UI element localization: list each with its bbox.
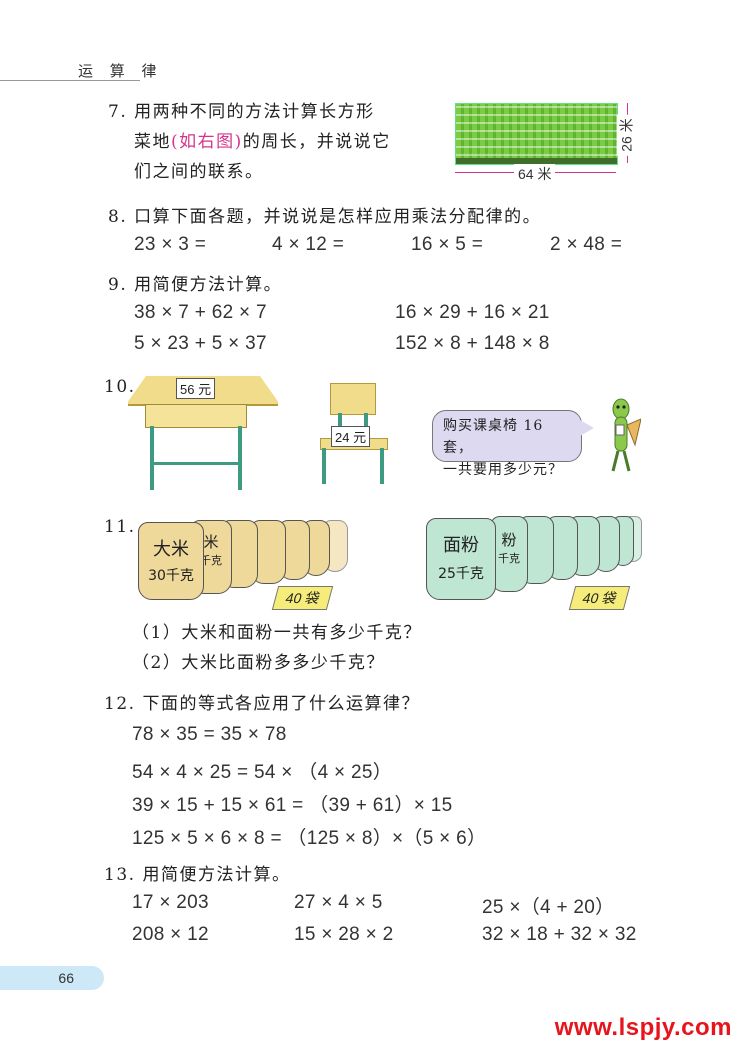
chair-leg — [322, 448, 326, 484]
q8-item: 23 × 3 = — [134, 234, 206, 256]
vegetable-field-figure — [455, 103, 618, 165]
flour-sack-small-weight: 千克 — [491, 550, 527, 566]
header-rule — [0, 80, 140, 81]
q9-prompt-line: 9. 用简便方法计算。 — [108, 270, 282, 300]
flour-weight: 25千克 — [427, 563, 495, 583]
q7-line3: 们之间的联系。 — [134, 157, 264, 187]
q13-item: 17 × 203 — [132, 892, 209, 914]
width-label: 64 米 — [514, 164, 555, 184]
q13-item: 208 × 12 — [132, 924, 209, 946]
q8-prompt: 口算下面各题，并说说是怎样应用乘法分配律的。 — [134, 207, 541, 227]
chair-leg — [380, 448, 384, 484]
q9-item: 16 × 29 + 16 × 21 — [395, 302, 550, 324]
q12-equation: 78 × 35 = 35 × 78 — [132, 724, 287, 746]
desk-drawer — [145, 404, 247, 428]
chair-illustration — [330, 383, 376, 415]
speech-bubble-tail — [580, 420, 594, 436]
q9-prompt: 用简便方法计算。 — [134, 275, 282, 295]
q12-equation: 54 × 4 × 25 = 54 × （4 × 25） — [132, 757, 392, 784]
q8-prompt-line: 8. 口算下面各题，并说说是怎样应用乘法分配律的。 — [108, 202, 541, 232]
pea-mascot-icon — [605, 395, 641, 475]
q13-item: 15 × 28 × 2 — [294, 924, 393, 946]
q7-line1: 7. 用两种不同的方法计算长方形 — [108, 97, 375, 127]
q12-equation: 125 × 5 × 6 × 8 = （125 × 8）×（5 × 6） — [132, 823, 486, 850]
q7-text-2b: 的周长，并说说它 — [243, 132, 391, 152]
speech-line-1: 购买课桌椅 16 套， — [443, 415, 571, 459]
q8-item: 4 × 12 = — [272, 234, 344, 256]
desk-price-tag: 56 元 — [176, 378, 215, 399]
q12-prompt-line: 12. 下面的等式各应用了什么运算律？ — [104, 689, 420, 719]
q7-figure-ref: (如右图) — [171, 132, 243, 152]
q7-line2: 菜地(如右图)的周长，并说说它 — [134, 127, 391, 157]
q9-number: 9. — [108, 275, 127, 295]
flour-sack-front: 面粉 25千克 — [426, 518, 496, 600]
flour-name: 面粉 — [427, 531, 495, 557]
q10-number: 10. — [104, 372, 136, 402]
height-label: 26 米 — [617, 114, 637, 155]
q8-number: 8. — [108, 207, 127, 227]
rice-weight: 30千克 — [139, 565, 203, 585]
q13-item: 32 × 18 + 32 × 32 — [482, 924, 637, 946]
q13-item: 27 × 4 × 5 — [294, 892, 383, 914]
q11-sub2: （2）大米比面粉多多少千克？ — [132, 648, 385, 678]
q7-text-2a: 菜地 — [134, 132, 171, 152]
chair-price-tag: 24 元 — [331, 426, 370, 447]
flour-sack-small-label: 粉 — [491, 529, 527, 550]
q9-item: 5 × 23 + 5 × 37 — [134, 333, 267, 355]
watermark: www.lspjy.com — [555, 1014, 732, 1042]
q13-number: 13. — [104, 865, 136, 885]
desk-leg — [238, 426, 242, 490]
page-number: 66 — [0, 966, 104, 990]
q7-number: 7. — [108, 102, 127, 122]
q7-text-1: 用两种不同的方法计算长方形 — [134, 102, 375, 122]
speech-line-2: 一共要用多少元？ — [443, 459, 571, 481]
flour-count-placard: 40 袋 — [569, 586, 631, 610]
q13-item: 25 ×（4 + 20） — [482, 892, 614, 919]
rice-name: 大米 — [139, 535, 203, 561]
q11-number: 11. — [104, 512, 136, 542]
q9-item: 38 × 7 + 62 × 7 — [134, 302, 267, 324]
q11-sub1: （1）大米和面粉一共有多少千克？ — [132, 618, 422, 648]
section-title: 运 算 律 — [78, 60, 163, 81]
desk-leg — [150, 426, 154, 490]
q8-item: 16 × 5 = — [411, 234, 483, 256]
speech-bubble: 购买课桌椅 16 套， 一共要用多少元？ — [432, 410, 582, 462]
desk-crossbar — [150, 462, 242, 465]
rice-count-placard: 40 袋 — [272, 586, 334, 610]
q13-prompt: 用简便方法计算。 — [142, 865, 290, 885]
q12-equation: 39 × 15 + 15 × 61 = （39 + 61）× 15 — [132, 790, 452, 817]
q12-prompt: 下面的等式各应用了什么运算律？ — [142, 694, 420, 714]
q12-number: 12. — [104, 694, 136, 714]
rice-sack-front: 大米 30千克 — [138, 522, 204, 600]
q13-prompt-line: 13. 用简便方法计算。 — [104, 860, 290, 890]
q8-item: 2 × 48 = — [550, 234, 622, 256]
q9-item: 152 × 8 + 148 × 8 — [395, 333, 550, 355]
